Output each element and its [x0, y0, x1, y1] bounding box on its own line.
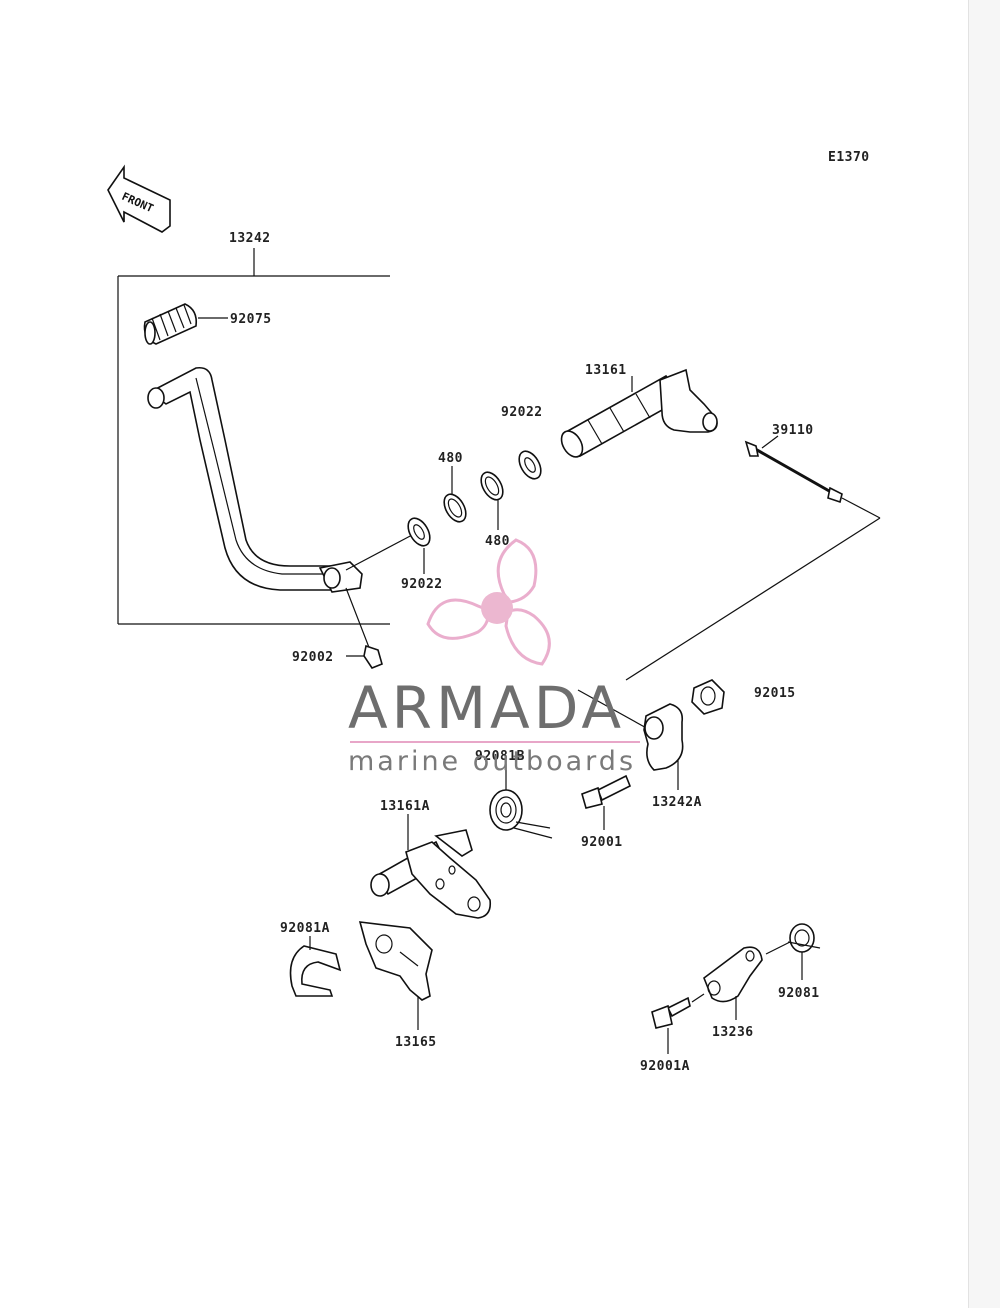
shift-lever-arm-part — [643, 703, 684, 771]
diagram-code: E1370 — [828, 150, 870, 165]
label-92075: 92075 — [230, 312, 272, 327]
return-spring-a-part — [289, 945, 342, 997]
tie-rod-part — [744, 440, 843, 504]
torsion-spring-b-part — [489, 789, 553, 839]
label-92022-lower: 92022 — [401, 577, 443, 592]
label-13161A: 13161A — [380, 799, 430, 814]
washer-upper-part — [518, 450, 542, 480]
label-92001: 92001 — [581, 835, 623, 850]
circlip-b-part — [480, 471, 504, 501]
label-480-upper: 480 — [438, 451, 463, 466]
label-92081B: 92081B — [475, 749, 525, 764]
return-spring-part — [787, 923, 821, 953]
watermark-tagline: marine outboards — [348, 746, 636, 777]
bolt-part — [581, 774, 632, 809]
circlip-a-part — [443, 493, 467, 523]
label-39110: 39110 — [772, 423, 814, 438]
label-13242A: 13242A — [652, 795, 702, 810]
shift-rubber-part — [143, 303, 198, 345]
label-13242: 13242 — [229, 231, 271, 246]
bolt-a-part — [651, 996, 691, 1029]
propeller-logo-icon — [426, 538, 551, 666]
watermark-brand: ARMADA — [348, 674, 625, 742]
assembly-bracket — [117, 248, 390, 625]
front-arrow-icon: FRONT — [107, 164, 171, 233]
shift-shaft-part — [560, 368, 718, 458]
label-13236: 13236 — [712, 1025, 754, 1040]
label-13161: 13161 — [585, 363, 627, 378]
stopper-lever-part — [703, 946, 763, 1003]
shift-shaft-plate-part — [370, 829, 492, 919]
label-92022-upper: 92022 — [501, 405, 543, 420]
pinch-bolt-part — [345, 587, 383, 669]
label-92015: 92015 — [754, 686, 796, 701]
label-92001A: 92001A — [640, 1059, 690, 1074]
label-92081: 92081 — [778, 986, 820, 1001]
label-92081A: 92081A — [280, 921, 330, 936]
label-92002: 92002 — [292, 650, 334, 665]
label-480-lower: 480 — [485, 534, 510, 549]
page-edge — [968, 0, 1000, 1308]
shift-pedal-part — [147, 366, 363, 593]
washer-lower-part — [407, 517, 431, 547]
label-13165: 13165 — [395, 1035, 437, 1050]
guide-plate-part — [358, 921, 433, 1001]
nut-part — [691, 679, 725, 715]
